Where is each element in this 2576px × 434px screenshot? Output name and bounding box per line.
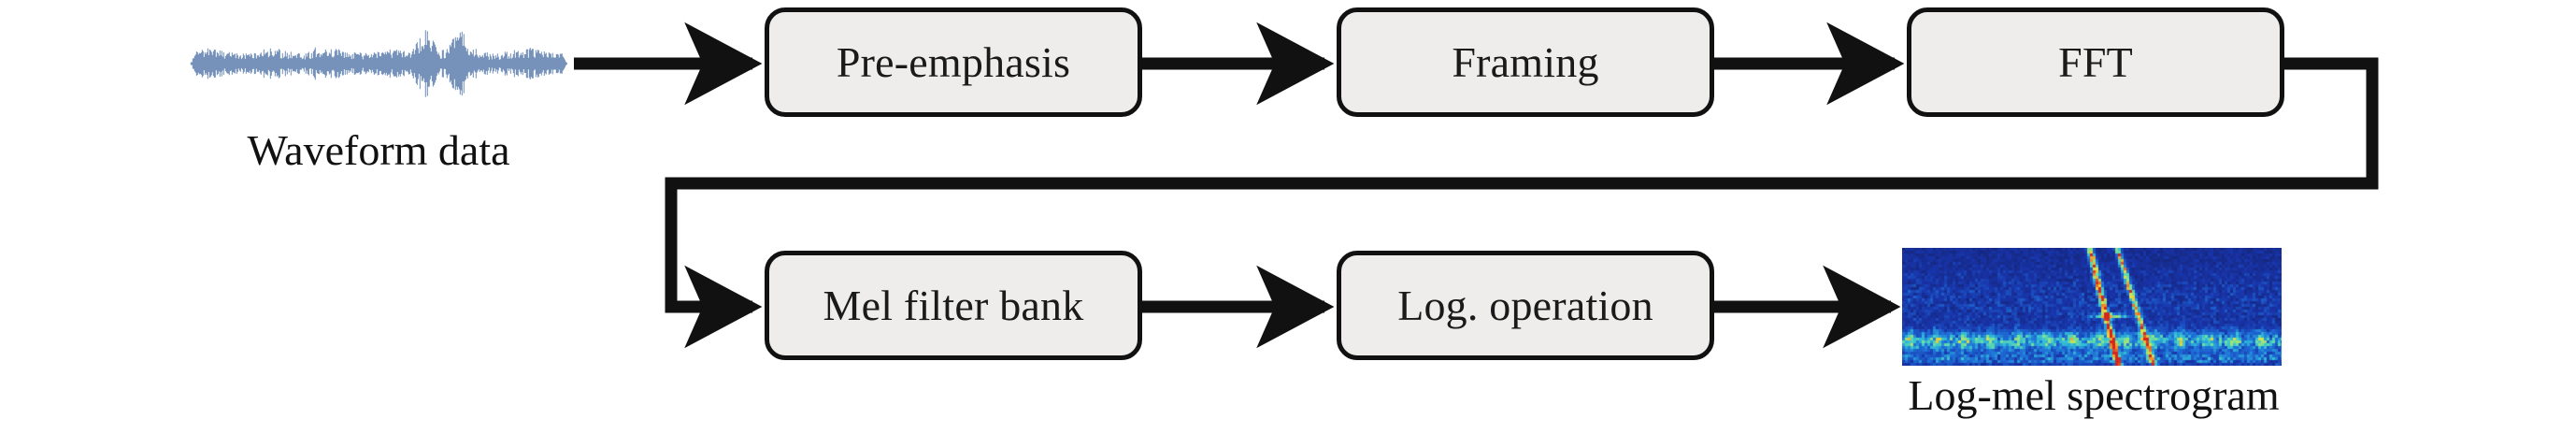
node-framing[interactable]: Framing [1337, 7, 1714, 117]
spectrogram-canvas [1902, 248, 2282, 366]
spectrogram-caption: Log-mel spectrogram [1908, 371, 2280, 419]
node-log-operation-label: Log. operation [1397, 281, 1653, 329]
node-framing-label: Framing [1452, 37, 1599, 86]
waveform-canvas [190, 17, 567, 110]
waveform-caption: Waveform data [247, 126, 510, 174]
node-pre-emphasis[interactable]: Pre-emphasis [765, 7, 1142, 117]
node-pre-emphasis-label: Pre-emphasis [836, 37, 1071, 86]
node-mel-filter-bank[interactable]: Mel filter bank [765, 251, 1142, 360]
waveform-thumbnail [190, 17, 567, 110]
node-log-operation[interactable]: Log. operation [1337, 251, 1714, 360]
spectrogram-thumbnail [1902, 248, 2282, 366]
node-mel-filter-bank-label: Mel filter bank [823, 281, 1084, 329]
node-fft[interactable]: FFT [1907, 7, 2284, 117]
node-fft-label: FFT [2058, 37, 2133, 86]
